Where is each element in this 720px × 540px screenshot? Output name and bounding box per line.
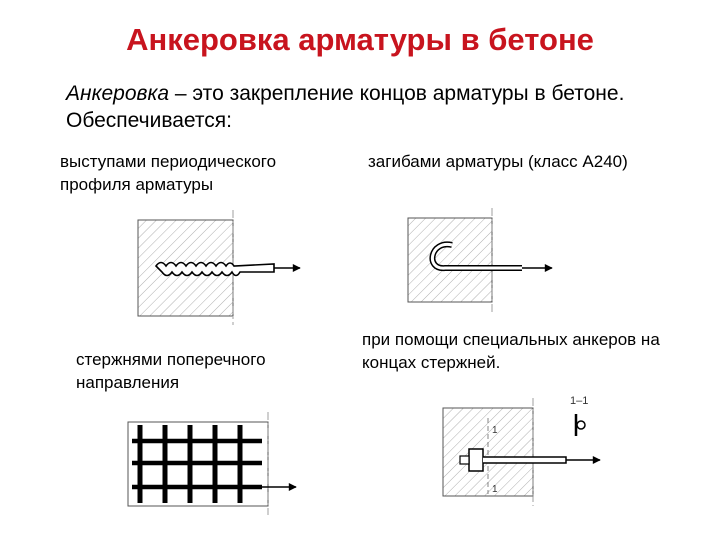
concrete-block bbox=[407, 217, 493, 303]
figure-ribbed-bar bbox=[137, 210, 301, 325]
cut-mark-bottom: 1 bbox=[492, 484, 498, 495]
cut-mark-top: 1 bbox=[492, 425, 498, 436]
intro-rest: – это закрепление концов арматуры в бето… bbox=[66, 82, 625, 132]
figure-special-anchor: 1 1 1–1 bbox=[442, 395, 601, 506]
intro-text: Анкеровка – это закрепление концов армат… bbox=[66, 80, 686, 134]
figure-hooked-bar bbox=[407, 208, 553, 312]
caption-special-anchors: при помощи специальных анкеров на концах… bbox=[362, 330, 660, 372]
figure-transverse-bars bbox=[127, 412, 297, 515]
section-view-bar bbox=[576, 420, 586, 430]
caption-ribbed-profile: выступами периодического профиля арматур… bbox=[60, 152, 277, 194]
anchored-rebar bbox=[483, 456, 567, 464]
longitudinal-bars bbox=[132, 438, 262, 490]
ribbed-rebar bbox=[154, 261, 275, 277]
section-label: 1–1 bbox=[570, 395, 588, 407]
anchor-nut bbox=[459, 455, 470, 465]
anchor-plate bbox=[468, 448, 484, 472]
slide-title: Анкеровка арматуры в бетоне bbox=[126, 22, 594, 57]
hooked-rebar bbox=[430, 243, 522, 270]
caption-transverse-bars: стержнями поперечного направления bbox=[76, 350, 266, 392]
caption-hooked-bars: загибами арматуры (класс А240) bbox=[368, 152, 628, 171]
intro-term: Анкеровка bbox=[66, 82, 170, 105]
